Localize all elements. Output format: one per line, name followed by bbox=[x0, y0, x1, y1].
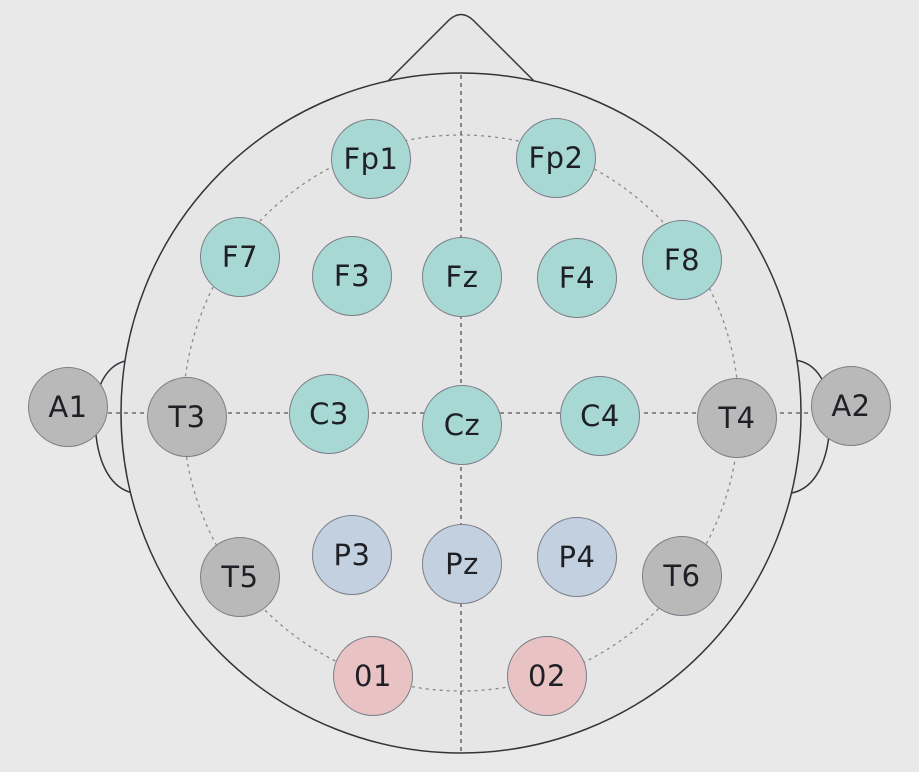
electrode-cz[interactable]: Cz bbox=[422, 385, 502, 465]
electrode-o1[interactable]: 01 bbox=[333, 636, 413, 716]
electrode-c4[interactable]: C4 bbox=[560, 376, 640, 456]
electrode-fz[interactable]: Fz bbox=[422, 237, 502, 317]
electrode-c3[interactable]: C3 bbox=[289, 374, 369, 454]
electrode-f3[interactable]: F3 bbox=[312, 236, 392, 316]
electrode-f7[interactable]: F7 bbox=[200, 217, 280, 297]
nose bbox=[386, 13, 536, 83]
electrode-a2[interactable]: A2 bbox=[811, 366, 891, 446]
electrode-p4[interactable]: P4 bbox=[537, 517, 617, 597]
electrode-p3[interactable]: P3 bbox=[312, 515, 392, 595]
electrode-o2[interactable]: 02 bbox=[507, 636, 587, 716]
electrode-t5[interactable]: T5 bbox=[200, 537, 280, 617]
electrode-f8[interactable]: F8 bbox=[642, 220, 722, 300]
electrode-pz[interactable]: Pz bbox=[422, 524, 502, 604]
electrode-fp2[interactable]: Fp2 bbox=[516, 118, 596, 198]
electrode-t6[interactable]: T6 bbox=[642, 536, 722, 616]
electrode-fp1[interactable]: Fp1 bbox=[331, 119, 411, 199]
electrode-a1[interactable]: A1 bbox=[28, 367, 108, 447]
electrode-f4[interactable]: F4 bbox=[537, 238, 617, 318]
electrode-t4[interactable]: T4 bbox=[697, 378, 777, 458]
electrode-t3[interactable]: T3 bbox=[147, 377, 227, 457]
